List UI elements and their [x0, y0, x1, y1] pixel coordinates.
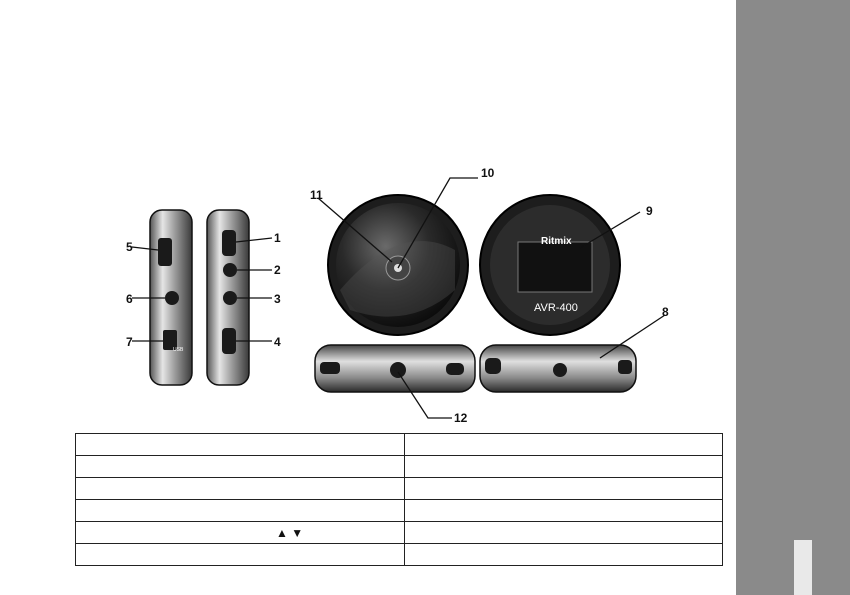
- side-band: [736, 0, 850, 595]
- callout-2: 2: [274, 263, 281, 277]
- table-row: [75, 455, 723, 478]
- table-row: [75, 433, 723, 456]
- callout-7: 7: [126, 335, 133, 349]
- callout-6: 6: [126, 292, 133, 306]
- table-cell: [404, 521, 723, 544]
- model-label: AVR-400: [534, 302, 578, 314]
- callout-10: 10: [481, 166, 495, 180]
- table-row: ▲ ▼: [75, 521, 723, 544]
- table-cell: ▲ ▼: [75, 521, 405, 544]
- callout-9: 9: [646, 204, 653, 218]
- table-cell: [75, 433, 405, 456]
- table-row: [75, 499, 723, 522]
- callout-3: 3: [274, 292, 281, 306]
- callout-5: 5: [126, 240, 133, 254]
- table-cell: [404, 543, 723, 566]
- callout-4: 4: [274, 335, 281, 349]
- table-cell: [75, 543, 405, 566]
- page-tab: [794, 540, 812, 595]
- usb-port-label: USB: [173, 347, 184, 353]
- table-cell: [75, 477, 405, 500]
- table-row: [75, 543, 723, 566]
- table-cell: [75, 499, 405, 522]
- device-illustration: [131, 177, 666, 419]
- table-row: [75, 477, 723, 500]
- table-cell: [75, 455, 405, 478]
- callout-8: 8: [662, 305, 669, 319]
- table-cell: [404, 477, 723, 500]
- table-cell: [404, 433, 723, 456]
- callout-12: 12: [454, 411, 468, 425]
- table-cell: [404, 455, 723, 478]
- spec-table: ▲ ▼: [75, 433, 723, 566]
- callout-1: 1: [274, 231, 281, 245]
- front-lens-view: [327, 194, 469, 336]
- up-down-arrows-icon: ▲ ▼: [276, 525, 304, 540]
- bottom-view-back: [479, 344, 637, 393]
- brand-logo-text: Ritmix: [541, 236, 572, 247]
- back-screen-view: [479, 194, 621, 336]
- callout-11: 11: [310, 188, 323, 202]
- bottom-view-front: [314, 344, 476, 393]
- table-cell: [404, 499, 723, 522]
- leader-lines: [131, 177, 666, 419]
